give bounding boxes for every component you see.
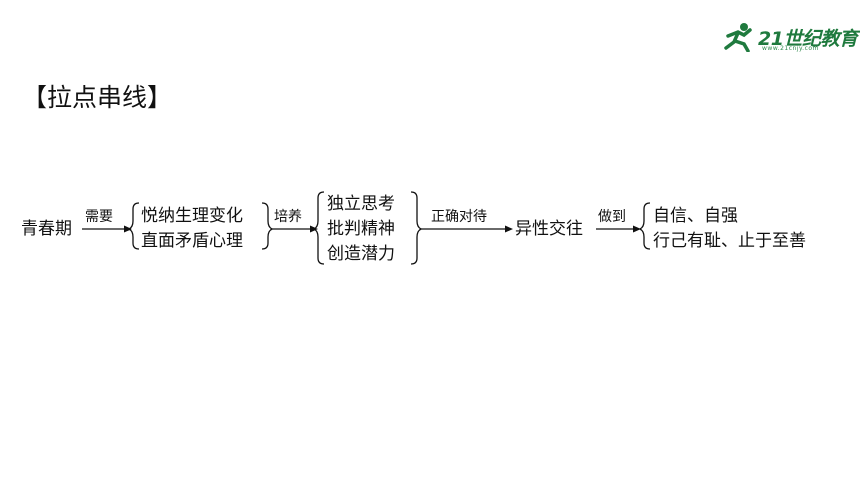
left-brace-1 (127, 202, 140, 250)
left-brace-2 (312, 191, 325, 265)
left-brace-3 (638, 202, 651, 250)
edge-label-treat: 正确对待 (431, 209, 487, 225)
edge-label-need: 需要 (85, 209, 113, 225)
node-mid: 异性交往 (515, 219, 583, 239)
page-title: 【拉点串线】 (22, 83, 173, 112)
group3-item: 自信、自强 (653, 206, 738, 226)
logo-url: www.21cnjy.com (762, 45, 819, 52)
right-brace-2 (410, 191, 423, 265)
edge-label-achieve: 做到 (598, 209, 626, 225)
group2-item: 批判精神 (327, 219, 395, 239)
right-brace-1 (261, 202, 274, 250)
group2-item: 创造潜力 (327, 244, 395, 264)
group1-item: 悦纳生理变化 (141, 206, 243, 226)
logo-text: 21世纪教育 (758, 28, 858, 50)
runner-logo-icon (724, 23, 752, 52)
group3-item: 行己有耻、止于至善 (653, 231, 806, 251)
group2-item: 独立思考 (327, 194, 395, 214)
node-start: 青春期 (21, 219, 72, 239)
edge-label-cultivate: 培养 (274, 209, 302, 225)
logo: 21世纪教育 www.21cnjy.com (722, 22, 858, 52)
group1-item: 直面矛盾心理 (141, 231, 243, 251)
